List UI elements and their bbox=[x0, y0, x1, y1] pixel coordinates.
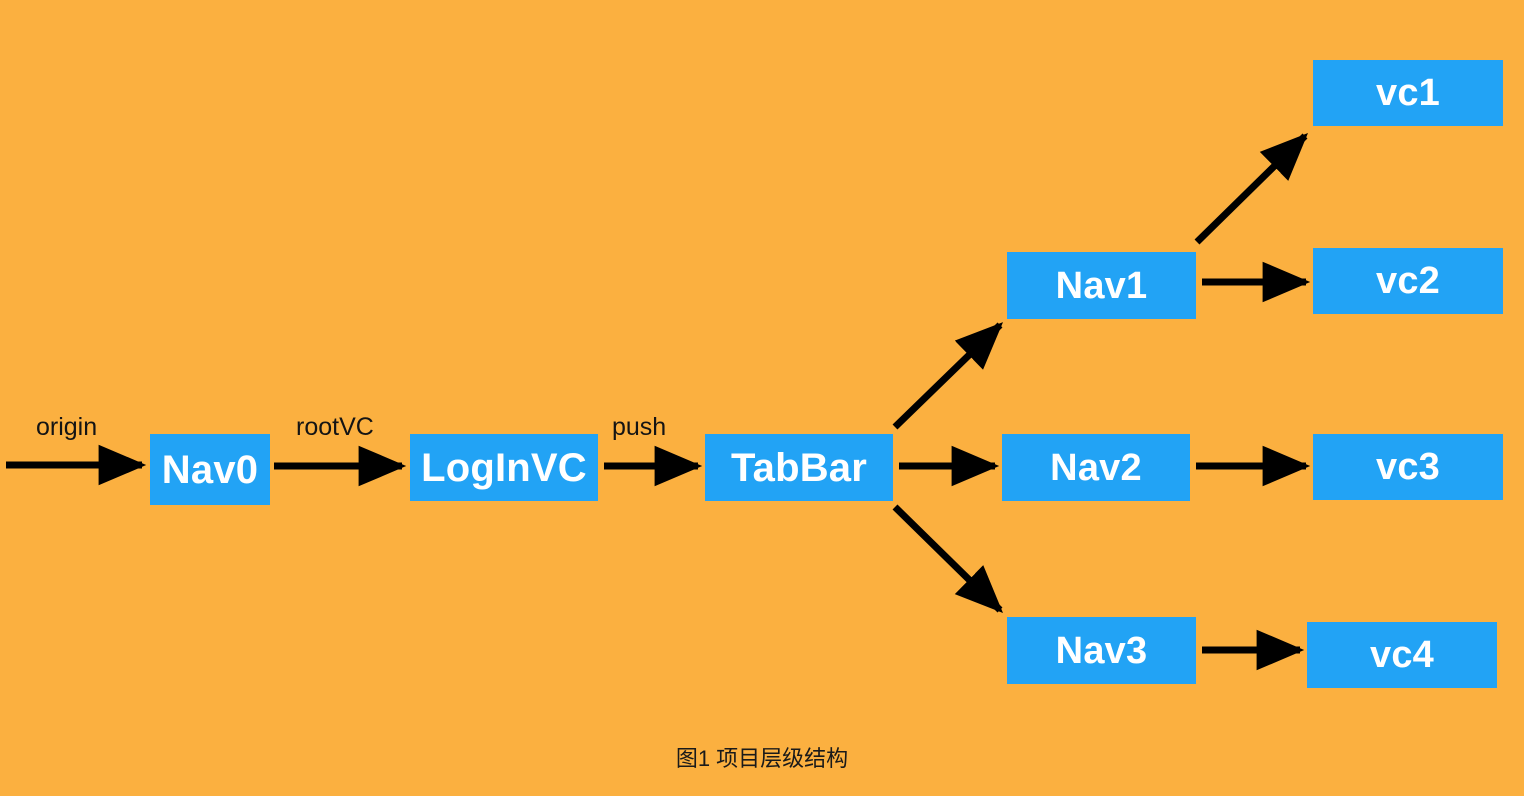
edge-tabbar-to-nav3 bbox=[892, 504, 1003, 613]
node-vc1-label: vc1 bbox=[1375, 72, 1440, 114]
node-vc2-label: vc2 bbox=[1375, 260, 1440, 302]
node-vc4[interactable]: vc4 bbox=[1307, 622, 1497, 688]
node-loginvc[interactable]: LogInVC bbox=[410, 434, 598, 501]
node-loginvc-label: LogInVC bbox=[421, 445, 587, 490]
edge-tabbar-to-nav1 bbox=[892, 322, 1004, 430]
figure-caption: 图1 项目层级结构 bbox=[675, 746, 849, 771]
node-vc2[interactable]: vc2 bbox=[1313, 248, 1503, 314]
edge-label-origin: origin bbox=[36, 413, 98, 441]
node-nav1[interactable]: Nav1 bbox=[1007, 252, 1196, 319]
edge-label-push: push bbox=[612, 413, 667, 441]
node-vc3[interactable]: vc3 bbox=[1313, 434, 1503, 500]
node-tabbar-label: TabBar bbox=[730, 445, 868, 490]
node-tabbar[interactable]: TabBar bbox=[705, 434, 893, 501]
node-vc3-label: vc3 bbox=[1375, 446, 1440, 488]
node-nav0[interactable]: Nav0 bbox=[150, 434, 270, 505]
node-nav2[interactable]: Nav2 bbox=[1002, 434, 1190, 501]
node-nav1-label: Nav1 bbox=[1055, 264, 1148, 307]
edge-nav1-to-vc1 bbox=[1194, 133, 1308, 245]
node-nav3-label: Nav3 bbox=[1055, 629, 1148, 672]
node-vc1[interactable]: vc1 bbox=[1313, 60, 1503, 126]
edge-label-rootvc: rootVC bbox=[296, 413, 374, 441]
node-nav2-label: Nav2 bbox=[1050, 446, 1142, 489]
node-nav3[interactable]: Nav3 bbox=[1007, 617, 1196, 684]
node-nav0-label: Nav0 bbox=[161, 447, 259, 492]
node-vc4-label: vc4 bbox=[1369, 634, 1434, 676]
